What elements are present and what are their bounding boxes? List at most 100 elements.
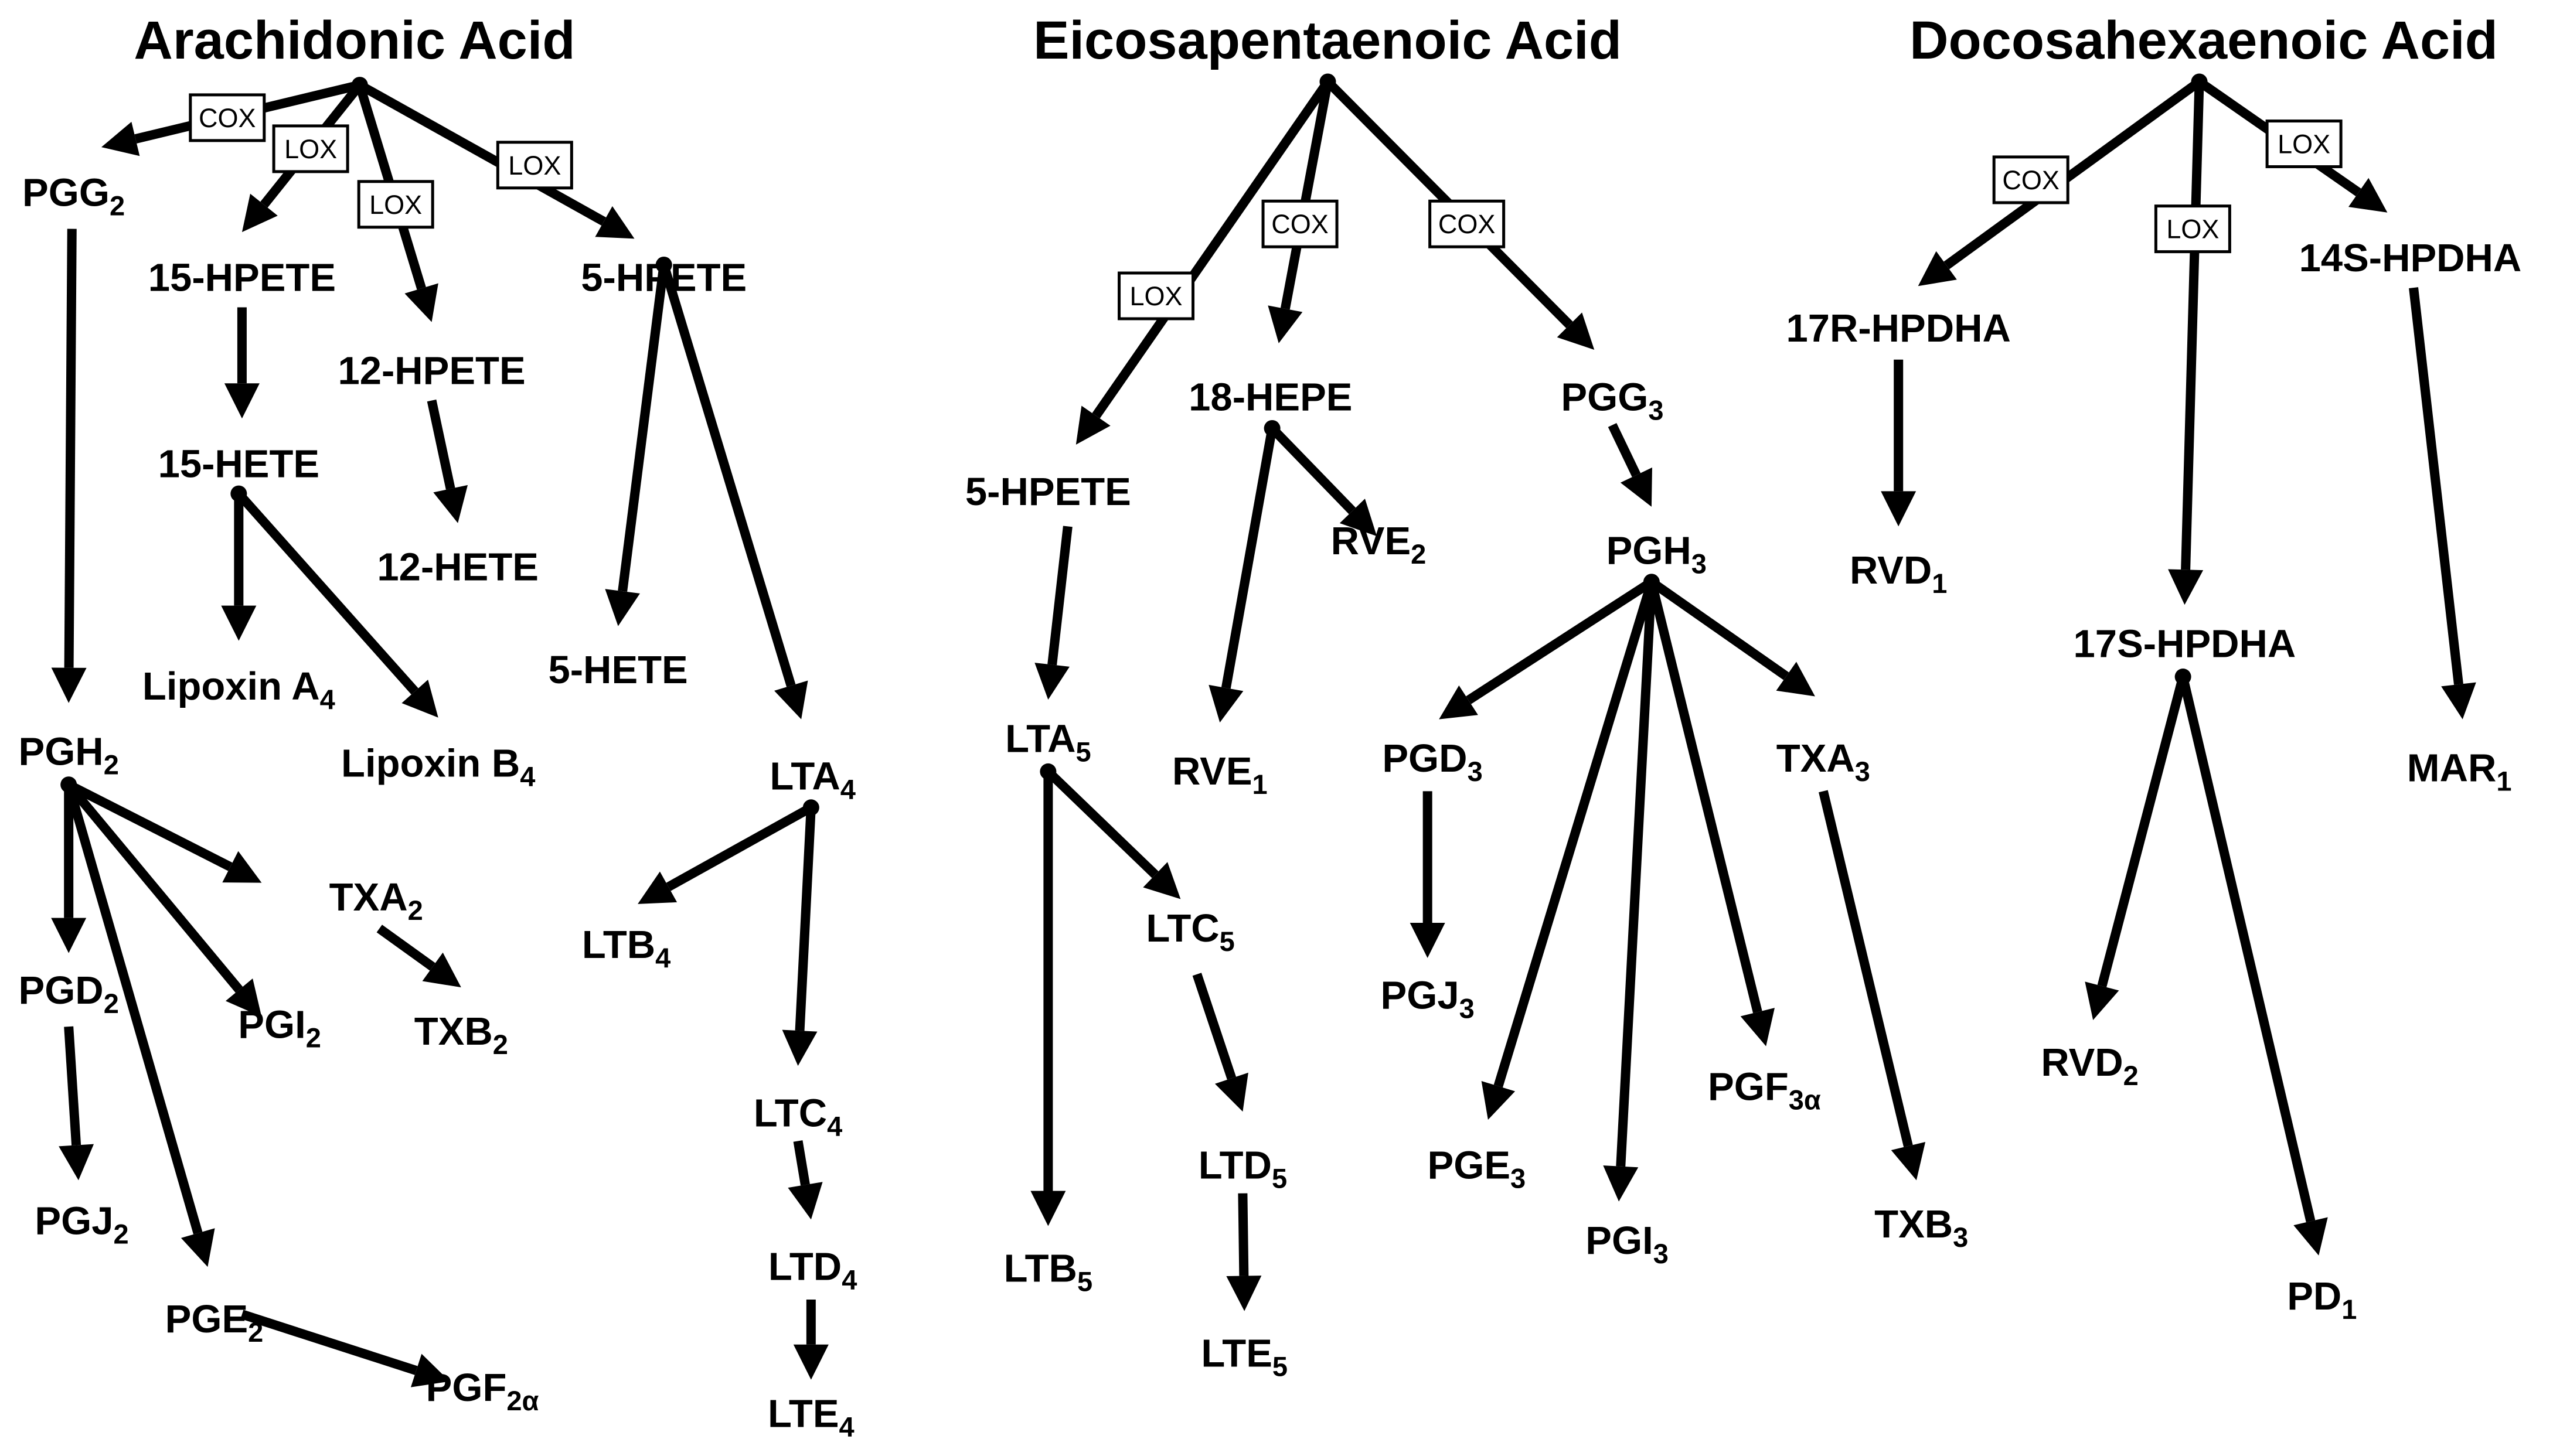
metabolite-name: LTD (768, 1245, 842, 1289)
pathway-arrow-line (1493, 580, 1656, 1088)
metabolite-subscript: 5 (1075, 736, 1091, 767)
metabolite-subscript: 1 (2341, 1294, 2357, 1325)
lox-enzyme-label: LOX (1118, 271, 1195, 320)
metabolite-name: LTC (1146, 906, 1219, 950)
pathway-arrow-line (1647, 581, 1762, 1014)
enzyme-box (357, 180, 434, 229)
metabolite-name: LTA (1005, 717, 1075, 761)
metabolite-name: PGD (1382, 736, 1467, 780)
enzyme-box (2265, 120, 2343, 169)
metabolite-subscript: 2 (1411, 538, 1426, 570)
metabolite-subscript: 3 (1648, 394, 1663, 425)
metabolite-name: LTB (1004, 1246, 1077, 1290)
arrowhead (1881, 491, 1917, 527)
metabolite-epa-pgh3: PGH3 (1606, 529, 1707, 579)
metabolite-aa-lta4: LTA4 (770, 755, 855, 805)
metabolite-aa-12hpete: 12-HPETE (338, 349, 525, 393)
metabolite-epa-ltb5: LTB5 (1004, 1246, 1092, 1297)
metabolite-epa-lta5: LTA5 (1005, 717, 1091, 767)
metabolite-dha-14shpdha: 14S-HPDHA (2299, 236, 2522, 280)
metabolite-subscript: 3 (1855, 756, 1870, 787)
metabolite-epa-pgi3: PGI3 (1585, 1219, 1669, 1269)
metabolite-name: TXB (414, 1010, 493, 1053)
metabolite-epa-pgf3a: PGF3α (1708, 1065, 1821, 1116)
arrowhead (1214, 1072, 1248, 1112)
arrowhead (181, 1228, 215, 1267)
pathway-arrow-line (64, 1026, 81, 1146)
metabolite-subscript: 5 (1272, 1163, 1287, 1194)
arrowhead (401, 680, 438, 718)
metabolite-name: PGH (1606, 529, 1691, 573)
pathway-arrow-line (357, 81, 607, 226)
enzyme-box (272, 124, 349, 173)
metabolite-epa-pgd3: PGD3 (1382, 736, 1482, 787)
metabolite-epa-pgg3: PGG3 (1561, 375, 1663, 425)
metabolite-dha-17shpdha: 17S-HPDHA (2074, 622, 2296, 666)
enzyme-box (189, 93, 266, 142)
pathway-arrow-line (2178, 676, 2316, 1223)
metabolite-epa-lte5: LTE5 (1201, 1331, 1288, 1382)
arrowhead (1226, 1276, 1262, 1311)
metabolite-name: MAR (2407, 746, 2497, 790)
metabolite-name: PGE (1428, 1144, 1511, 1188)
metabolite-name: TXB (1874, 1202, 1953, 1246)
metabolite-aa-ltc4: LTC4 (754, 1091, 842, 1141)
arrowhead (782, 1029, 818, 1066)
enzyme-name: LOX (508, 151, 561, 180)
pathway-arrow-line (618, 264, 669, 592)
pathway-arrow-line (666, 803, 813, 891)
metabolite-subscript: 4 (842, 1264, 857, 1295)
metabolite-name: Lipoxin A (142, 664, 320, 708)
metabolite-subscript: 4 (839, 1411, 855, 1443)
pathway-arrow-line (1092, 79, 1332, 419)
branch-point-dot (1040, 763, 1057, 780)
arrowhead (2168, 569, 2204, 605)
metabolite-epa-5hpete: 5-HPETE (965, 470, 1131, 514)
arrowhead (1209, 684, 1244, 723)
metabolite-subscript: 2 (408, 895, 423, 926)
metabolite-dha-mar1: MAR1 (2407, 746, 2512, 797)
pathway-arrow-line (2181, 81, 2204, 570)
metabolite-name: LTE (768, 1392, 839, 1436)
metabolite-name: LTE (1201, 1331, 1272, 1375)
lox-enzyme-label: LOX (357, 180, 434, 229)
metabolite-aa-txb2: TXB2 (414, 1010, 508, 1060)
arrowhead (1918, 251, 1957, 287)
metabolite-subscript: 4 (655, 942, 670, 973)
pathway-arrow-line (1649, 578, 1789, 680)
arrowhead (1603, 1165, 1639, 1202)
metabolite-labels: PGG215-HPETE12-HPETE5-HPETE15-HETE12-HET… (19, 171, 2522, 1443)
enzyme-name: COX (1271, 209, 1329, 239)
metabolite-name: 12-HPETE (338, 349, 525, 393)
pathway-edges (51, 73, 2476, 1387)
enzyme-name: LOX (2278, 129, 2330, 159)
enzyme-name: LOX (284, 134, 337, 164)
metabolite-subscript: 4 (827, 1110, 842, 1141)
metabolite-aa-5hete: 5-HETE (548, 648, 687, 692)
pathway-arrow-line (793, 1140, 810, 1186)
metabolite-name: 15-HPETE (148, 256, 336, 300)
metabolite-epa-rve1: RVE1 (1172, 749, 1268, 800)
metabolite-aa-pgg2: PGG2 (22, 171, 125, 221)
arrowhead (1075, 405, 1111, 445)
arrowhead (225, 978, 262, 1017)
metabolite-subscript: 2 (110, 190, 125, 221)
metabolite-subscript: 2 (2123, 1060, 2139, 1091)
metabolite-aa-pgj2: PGJ2 (35, 1199, 128, 1249)
branch-point-dot (1319, 73, 1336, 90)
metabolite-subscript: 2 (493, 1029, 508, 1060)
metabolite-subscript: 2α (506, 1385, 539, 1416)
arrowhead (605, 589, 640, 626)
metabolite-subscript: 3 (1510, 1163, 1526, 1194)
arrowhead (1143, 862, 1181, 899)
arrowhead (1557, 312, 1595, 350)
arrowhead (410, 1353, 450, 1387)
metabolite-name: RVD (2041, 1041, 2123, 1085)
pathway-arrow-line (64, 229, 77, 668)
metabolite-subscript: 5 (1272, 1351, 1288, 1382)
title-arachidonic-acid: Arachidonic Acid (134, 11, 575, 70)
metabolite-name: 17R-HPDHA (1786, 306, 2010, 350)
metabolite-name: RVD (1850, 548, 1932, 592)
enzyme-box (1428, 199, 1506, 248)
